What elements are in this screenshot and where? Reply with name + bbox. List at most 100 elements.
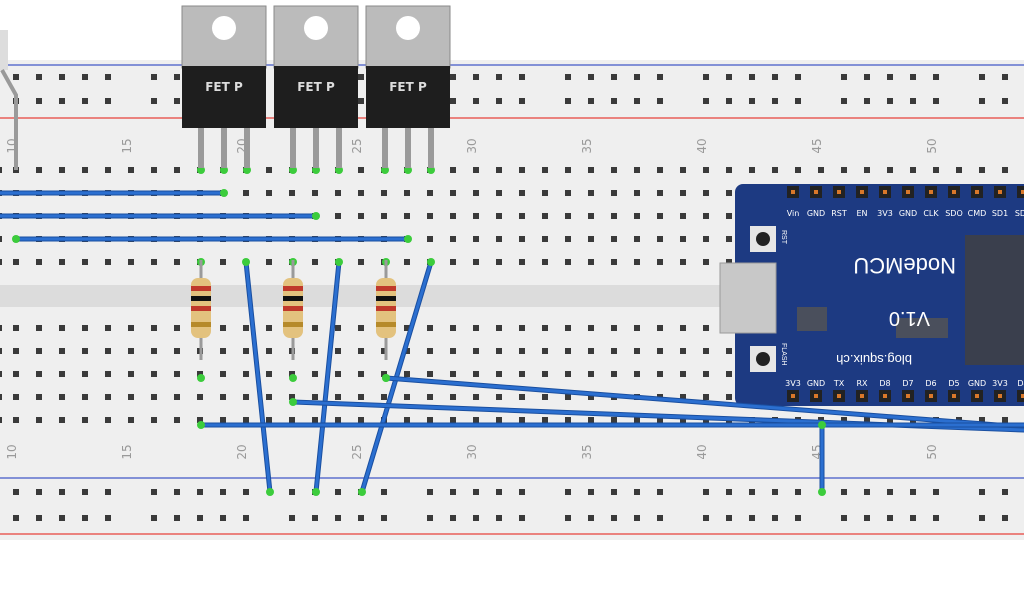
pin-label: CMD: [968, 209, 987, 218]
column-number: 10: [5, 444, 19, 459]
breadboard-hole: [726, 394, 732, 400]
pin-label: SDO: [945, 209, 963, 218]
pin-label: Vin: [787, 209, 800, 218]
breadboard-hole: [703, 348, 709, 354]
breadboard-hole: [680, 167, 686, 173]
breadboard-hole: [841, 167, 847, 173]
rail-hole: [1002, 98, 1008, 104]
breadboard-hole: [82, 371, 88, 377]
rail-hole: [13, 74, 19, 80]
pin-hole-active: [289, 374, 297, 382]
jumper-wire[interactable]: [818, 421, 826, 496]
transistor-2[interactable]: FET P: [273, 5, 359, 168]
rail-hole: [450, 98, 456, 104]
breadboard-hole: [105, 167, 111, 173]
jumper-wire[interactable]: [197, 421, 1024, 429]
breadboard-hole: [680, 394, 686, 400]
breadboard-hole: [59, 167, 65, 173]
transistors: FET P FET P FET P: [0, 5, 451, 170]
rail-hole: [82, 74, 88, 80]
breadboard-hole: [473, 167, 479, 173]
header-pin-contact: [883, 394, 887, 398]
breadboard-hole: [105, 348, 111, 354]
header-pin-contact: [929, 190, 933, 194]
column-number: 35: [580, 444, 594, 459]
breadboard-hole: [266, 371, 272, 377]
breadboard-hole: [266, 259, 272, 265]
rail-hole: [749, 515, 755, 521]
breadboard-hole: [473, 371, 479, 377]
rail-hole: [1002, 74, 1008, 80]
flash-button-cap[interactable]: [756, 352, 770, 366]
flash-button[interactable]: [750, 346, 776, 372]
header-pin-contact: [1021, 394, 1024, 398]
breadboard-hole: [404, 213, 410, 219]
breadboard-hole: [519, 394, 525, 400]
resistor[interactable]: [283, 260, 303, 360]
rst-button[interactable]: [750, 226, 776, 252]
jumper-wire[interactable]: [12, 235, 412, 243]
breadboard-hole: [427, 236, 433, 242]
header-pin-contact: [906, 394, 910, 398]
breadboard-hole: [657, 325, 663, 331]
rail-hole: [450, 74, 456, 80]
breadboard-hole: [680, 325, 686, 331]
column-number: 25: [350, 444, 364, 459]
resistor[interactable]: [376, 260, 396, 360]
pin-label: 3V3: [992, 379, 1008, 388]
resistors: [191, 260, 396, 360]
transistor-1[interactable]: FET P: [181, 5, 267, 168]
rail-hole: [335, 515, 341, 521]
breadboard-hole: [703, 371, 709, 377]
rail-hole: [519, 515, 525, 521]
breadboard-hole: [588, 167, 594, 173]
breadboard-hole: [0, 417, 2, 423]
header-pin-contact: [837, 394, 841, 398]
rail-hole: [174, 74, 180, 80]
breadboard-hole: [335, 371, 341, 377]
rail-hole: [59, 489, 65, 495]
rail-hole: [450, 515, 456, 521]
resistor-band: [191, 306, 211, 311]
jumper-wire[interactable]: [242, 258, 274, 496]
breadboard-hole: [59, 371, 65, 377]
resistor[interactable]: [191, 260, 211, 360]
breadboard-hole: [450, 371, 456, 377]
breadboard-hole: [381, 394, 387, 400]
breadboard-hole: [565, 371, 571, 377]
breadboard-hole: [427, 371, 433, 377]
breadboard-hole: [36, 259, 42, 265]
rail-hole: [841, 74, 847, 80]
resistor-band: [283, 322, 303, 327]
rail-hole: [795, 515, 801, 521]
rail-hole: [151, 74, 157, 80]
breadboard-hole: [174, 417, 180, 423]
breadboard-hole: [174, 325, 180, 331]
rst-button-cap[interactable]: [756, 232, 770, 246]
breadboard-hole: [473, 417, 479, 423]
transistor-label: FET P: [297, 80, 335, 94]
jumper-wire[interactable]: [0, 212, 320, 220]
breadboard-hole: [358, 259, 364, 265]
wire-endpoint: [266, 488, 274, 496]
partial-component-lead: [0, 69, 18, 170]
jumper-wire[interactable]: [312, 258, 343, 496]
transistor-3[interactable]: FET P: [365, 5, 451, 168]
jumper-wire[interactable]: [382, 374, 1024, 430]
rail-hole: [657, 489, 663, 495]
breadboard-hole: [588, 417, 594, 423]
rail-hole: [220, 489, 226, 495]
breadboard-hole: [749, 167, 755, 173]
rail-hole: [887, 74, 893, 80]
wire-endpoint: [404, 235, 412, 243]
breadboard-hole: [82, 325, 88, 331]
rail-hole: [772, 98, 778, 104]
pin-label: TX: [833, 379, 845, 388]
pin-label: GND: [968, 379, 986, 388]
breadboard-hole: [473, 259, 479, 265]
wire-endpoint: [12, 235, 20, 243]
breadboard-hole: [979, 417, 985, 423]
rail-hole: [864, 74, 870, 80]
header-pin: [1017, 390, 1024, 402]
jumper-wire[interactable]: [0, 189, 228, 197]
